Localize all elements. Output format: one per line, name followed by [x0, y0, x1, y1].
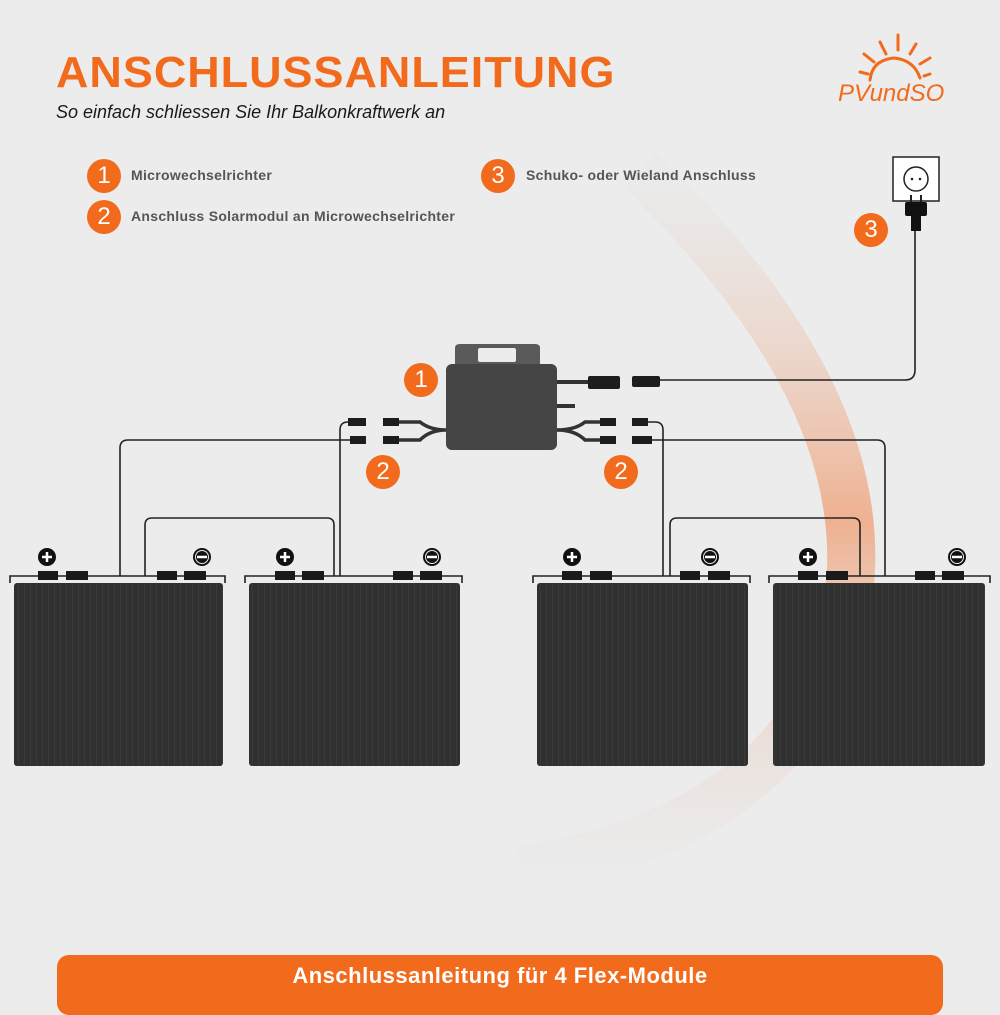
page-title: ANSCHLUSSANLEITUNG [56, 48, 616, 97]
legend-badge-3: 3 [481, 159, 515, 193]
inverter-badge: 1 [404, 363, 438, 397]
panel-connectors [38, 571, 964, 580]
page-subtitle: So einfach schliessen Sie Ihr Balkonkraf… [56, 102, 446, 122]
minus-icon [701, 548, 719, 566]
connector-badge-left: 2 [366, 455, 400, 489]
polarity-icons [38, 548, 966, 566]
legend-label-1: Microwechselrichter [131, 167, 273, 183]
sun-logo-icon [858, 33, 932, 82]
solar-panel-3 [537, 583, 748, 766]
plus-icon [38, 548, 56, 566]
legend-label-2: Anschluss Solarmodul an Microwechselrich… [131, 208, 456, 224]
plus-icon [799, 548, 817, 566]
plus-icon [563, 548, 581, 566]
solar-panel-1 [14, 583, 223, 766]
legend-badge-2: 2 [87, 200, 121, 234]
minus-icon [948, 548, 966, 566]
microinverter [348, 344, 660, 450]
connector-badge-right: 2 [604, 455, 638, 489]
minus-icon [193, 548, 211, 566]
solar-panel-4 [773, 583, 985, 766]
footer-banner-text: Anschlussanleitung für 4 Flex-Module [292, 963, 708, 988]
solar-panel-2 [249, 583, 460, 766]
logo-text: PVundSO [838, 80, 945, 107]
plug-badge: 3 [854, 213, 888, 247]
legend-label-3: Schuko- oder Wieland Anschluss [526, 167, 757, 183]
minus-icon [423, 548, 441, 566]
wall-socket-icon [892, 156, 940, 231]
plus-icon [276, 548, 294, 566]
panel-cables [9, 230, 991, 583]
legend-badge-1: 1 [87, 159, 121, 193]
